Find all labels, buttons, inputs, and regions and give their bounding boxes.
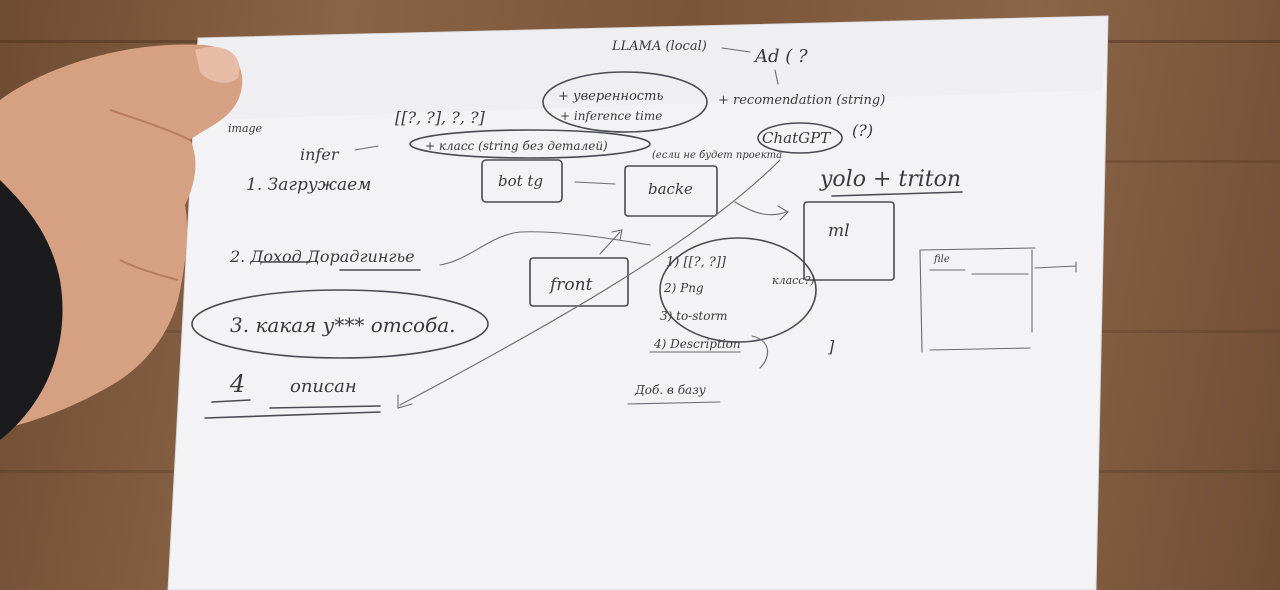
step-3-oval — [191, 289, 489, 359]
list-item-1: 1) [[?, ?]] — [666, 255, 727, 270]
ml-box — [803, 201, 895, 281]
confidence-label: + уверенность — [558, 89, 663, 104]
tuple-note: [[?, ?], ?, ?] — [395, 108, 486, 127]
bot-tg-label: bot tg — [498, 172, 543, 190]
arrow-to-ml — [734, 201, 789, 221]
step-4-number: 4 — [229, 370, 245, 398]
bottom-note: Доб. в базу — [634, 383, 706, 397]
step-4-text: описан — [290, 376, 357, 397]
yolo-label: yolo + triton — [819, 167, 961, 192]
ad-note: Ad ( ? — [753, 46, 808, 67]
front-label: front — [548, 275, 593, 295]
list-item-2: 2) Png — [663, 281, 704, 295]
class-oval — [409, 129, 651, 159]
ml-label: ml — [828, 221, 850, 241]
inference-time-label: + inference time — [560, 109, 662, 123]
long-arrow — [397, 159, 781, 409]
list-item-1-tail: класс?) — [772, 274, 815, 287]
backe-box — [624, 165, 718, 217]
top-note: LLAMA (local) — [611, 39, 707, 54]
step-2: 2. Доход Дорадгингье — [229, 247, 415, 266]
class-label: + класс (string без деталей) — [425, 139, 608, 153]
list-bracket: ] — [827, 337, 835, 356]
recommendation-label: + recomendation (string) — [718, 93, 885, 108]
list-item-3: 3) to-storm — [660, 309, 728, 323]
chatgpt-note: (если не будет проекта — [652, 150, 782, 161]
bot-tg-box — [481, 159, 563, 203]
chatgpt-question: (?) — [852, 121, 873, 140]
step-3: 3. какая у*** отсоба. — [230, 313, 455, 337]
list-item-4: 4) Description — [653, 337, 741, 351]
hand — [0, 44, 243, 440]
chatgpt-oval — [757, 122, 843, 154]
backe-label: backe — [648, 180, 693, 198]
list-oval — [659, 237, 817, 343]
arrow-line — [721, 47, 751, 53]
file-label: file — [933, 254, 950, 265]
image-label: image — [228, 122, 263, 135]
confidence-oval — [542, 71, 708, 133]
infer-label: infer — [300, 145, 340, 164]
step-1: 1. Загружаем — [246, 175, 371, 195]
file-frame — [919, 247, 1077, 353]
chatgpt-label: ChatGPT — [762, 129, 831, 147]
